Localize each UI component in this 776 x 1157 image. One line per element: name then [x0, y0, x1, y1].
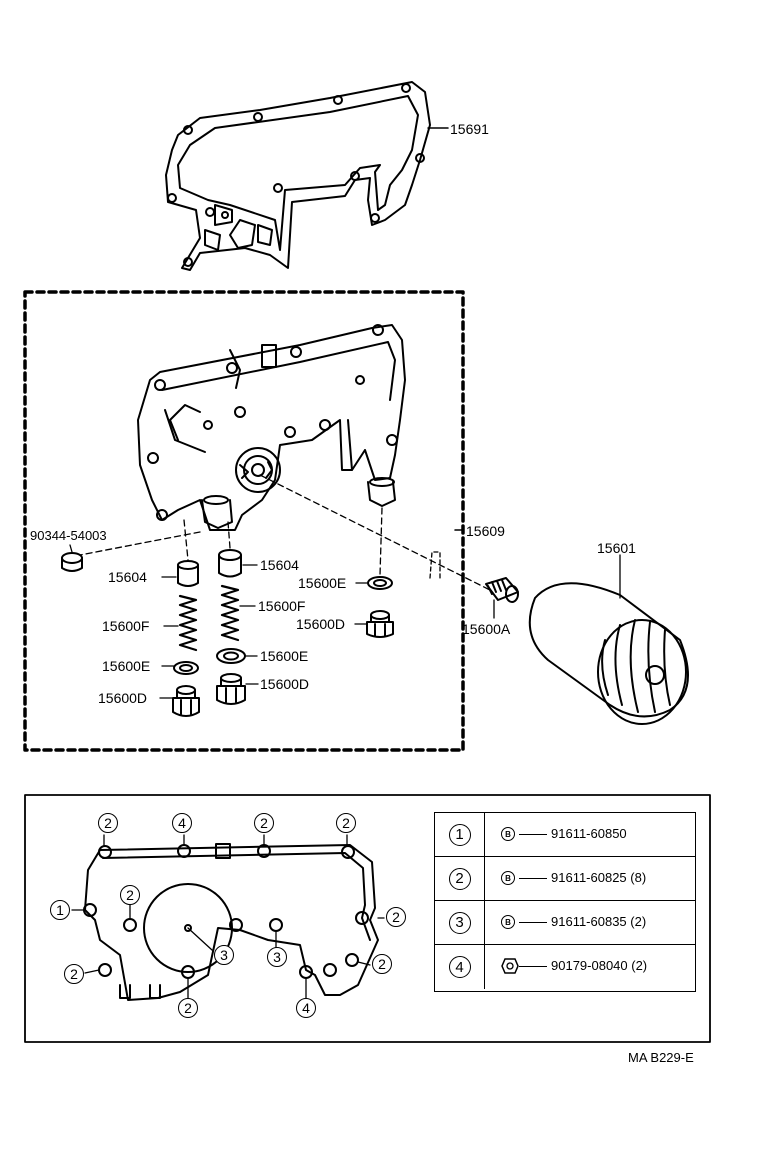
fastener-key: 2: [448, 867, 471, 890]
label-15600D-left: 15600D: [98, 690, 147, 706]
cooler-cover-outline: [83, 843, 379, 1001]
bolt-symbol-icon: B: [501, 827, 515, 841]
gasket-15600E-left: [173, 661, 199, 675]
bolt-marker: 4: [296, 998, 316, 1018]
bolt-marker: 2: [386, 907, 406, 927]
label-15604-right: 15604: [260, 557, 299, 573]
bolt-leaders: [71, 834, 385, 999]
spring-left: [178, 594, 198, 652]
plug-15600D-upper: [366, 610, 394, 638]
fastener-row: 3 B 91611-60835 (2): [435, 901, 695, 945]
label-15600F-right: 15600F: [258, 598, 305, 614]
gasket-15691: [165, 81, 431, 271]
assembly-boundary: [23, 290, 465, 752]
plug-15600D-right: [216, 673, 246, 705]
assembly-guides: [79, 474, 491, 591]
label-15691: 15691: [450, 121, 489, 137]
label-15600E-left: 15600E: [102, 658, 150, 674]
figure-code: MA B229-E: [628, 1050, 694, 1065]
label-15600D-upper: 15600D: [296, 616, 345, 632]
bolt-marker: 2: [64, 964, 84, 984]
fastener-part-number: 91611-60825 (8): [551, 870, 647, 885]
label-15609: 15609: [466, 523, 505, 539]
leader-dash: [519, 878, 547, 879]
fastener-row: 2 B 91611-60825 (8): [435, 857, 695, 901]
leader-dash: [519, 834, 547, 835]
gasket-15600E-upper: [367, 576, 393, 590]
bolt-layout-box: [24, 794, 711, 1043]
bolt-symbol-icon: B: [501, 915, 515, 929]
label-15600E-right: 15600E: [260, 648, 308, 664]
relief-valve-right: [218, 549, 242, 578]
gasket-15600E-right: [216, 648, 246, 664]
leader-dash: [519, 922, 547, 923]
relief-valve-left: [177, 560, 199, 587]
union-15600A: [485, 577, 519, 603]
bolt-marker: 2: [254, 813, 274, 833]
bolt-marker: 2: [120, 885, 140, 905]
fastener-part-number: 90179-08040 (2): [551, 958, 648, 973]
plug-90344-54003: [61, 552, 83, 572]
label-15600E-upper: 15600E: [298, 575, 346, 591]
label-15601: 15601: [597, 540, 636, 556]
bolt-marker: 2: [372, 954, 392, 974]
fastener-key: 4: [448, 956, 471, 978]
oil-cooler-body: [137, 324, 406, 531]
bolt-symbol-icon: B: [501, 871, 515, 885]
oil-filter-15601: [528, 582, 689, 725]
fastener-key: 3: [448, 911, 471, 934]
fastener-key: 1: [448, 823, 471, 846]
leader-dash: [519, 966, 547, 967]
fastener-row: 4 90179-08040 (2): [435, 945, 695, 989]
nut-icon: [501, 958, 519, 974]
bolt-marker: 3: [267, 947, 287, 967]
bolt-marker: 3: [214, 945, 234, 965]
label-90344-54003: 90344-54003: [30, 528, 107, 543]
spring-right: [220, 584, 240, 642]
label-15600A: 15600A: [462, 621, 511, 637]
fastener-part-number: 91611-60835 (2): [551, 914, 647, 929]
fastener-row: 1 B 91611-60850: [435, 813, 695, 857]
label-15600D-right: 15600D: [260, 676, 309, 692]
bolt-marker: 2: [98, 813, 118, 833]
plug-15600D-left: [172, 685, 200, 717]
fastener-part-number: 91611-60850: [551, 826, 627, 841]
label-15604-left: 15604: [108, 569, 147, 585]
bolt-marker: 4: [172, 813, 192, 833]
bolt-marker: 1: [50, 900, 70, 920]
bolt-marker: 2: [336, 813, 356, 833]
bolt-marker: 2: [178, 998, 198, 1018]
label-15600F-left: 15600F: [102, 618, 149, 634]
